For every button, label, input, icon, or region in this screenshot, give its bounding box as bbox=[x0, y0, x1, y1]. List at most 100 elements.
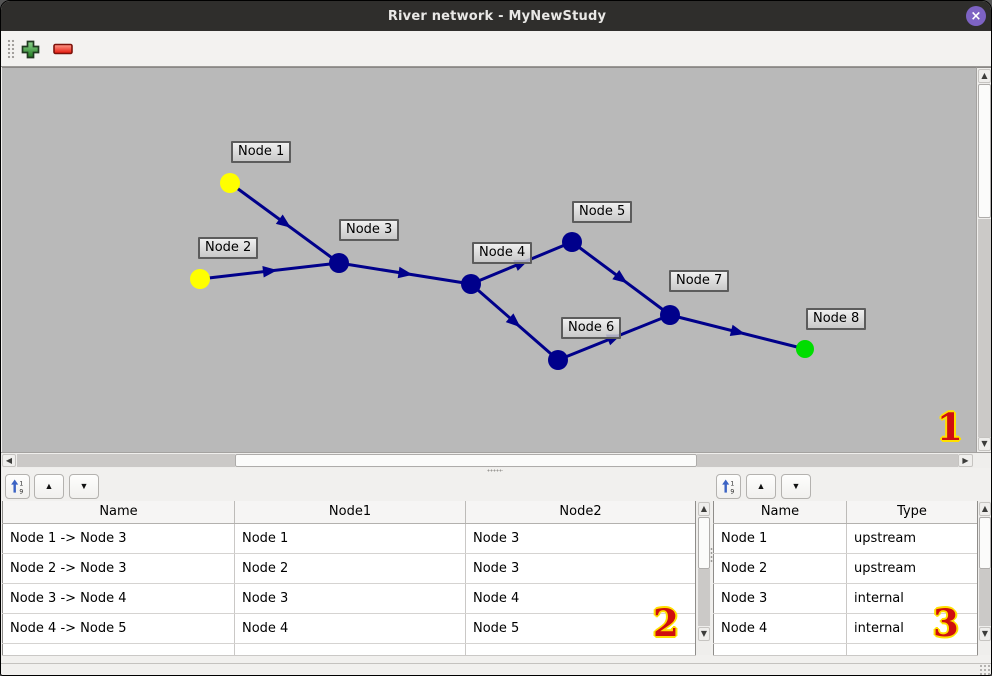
scroll-up-button[interactable]: ▲ bbox=[979, 502, 991, 516]
sort-icon: 1 9 bbox=[11, 479, 23, 494]
node-label[interactable]: Node 7 bbox=[669, 270, 730, 292]
table-row[interactable]: Node 1 -> Node 3 Node 1 Node 3 bbox=[2, 523, 696, 554]
table-row[interactable]: Node 4 internal bbox=[713, 613, 978, 644]
table-row[interactable]: Node 2 upstream bbox=[713, 553, 978, 584]
close-button[interactable]: × bbox=[966, 6, 986, 26]
cell-node2[interactable]: Node 3 bbox=[465, 523, 696, 554]
svg-text:1: 1 bbox=[19, 481, 23, 488]
scroll-down-button[interactable]: ▼ bbox=[979, 627, 991, 641]
hscroll-thumb[interactable] bbox=[235, 454, 697, 467]
splitter-grip-icon bbox=[487, 469, 503, 472]
cell-node1[interactable]: Node 4 bbox=[234, 613, 466, 644]
node-circle[interactable] bbox=[329, 253, 349, 273]
connections-move-up-button[interactable]: ▲ bbox=[34, 474, 64, 499]
left-arrow-icon: ◀ bbox=[5, 455, 13, 465]
cell-name[interactable]: Node 1 -> Node 3 bbox=[2, 523, 235, 554]
table-row[interactable]: Node 3 internal bbox=[713, 583, 978, 614]
vscroll-thumb[interactable] bbox=[698, 517, 710, 569]
canvas-vscrollbar[interactable]: ▲ ▼ bbox=[976, 67, 991, 452]
cell-name[interactable]: Node 2 bbox=[713, 553, 847, 584]
connections-move-down-button[interactable]: ▼ bbox=[69, 474, 99, 499]
nodes-move-up-button[interactable]: ▲ bbox=[746, 474, 776, 499]
canvas-hscrollbar[interactable]: ◀ ▶ bbox=[1, 452, 991, 468]
panel-divider-grip[interactable] bbox=[710, 547, 714, 563]
node-circle[interactable] bbox=[548, 350, 568, 370]
cell-name[interactable]: Node 3 -> Node 4 bbox=[2, 583, 235, 614]
cell-node2[interactable]: Node 3 bbox=[465, 553, 696, 584]
connections-sort-button[interactable]: 1 9 bbox=[5, 474, 30, 499]
scroll-down-button[interactable]: ▼ bbox=[978, 437, 991, 451]
network-canvas[interactable]: Node 1 Node 2 Node 3 Node 4 Node 5 Node 6 Node… bbox=[2, 67, 976, 452]
cell-type[interactable]: upstream bbox=[846, 553, 978, 584]
node-circle[interactable] bbox=[461, 274, 481, 294]
node-circle[interactable] bbox=[562, 232, 582, 252]
vscroll-trough[interactable] bbox=[698, 569, 710, 626]
table-row[interactable]: Node 2 -> Node 3 Node 2 Node 3 bbox=[2, 553, 696, 584]
hscroll-trough-right[interactable] bbox=[697, 454, 958, 467]
node-circle[interactable] bbox=[796, 340, 814, 358]
cell-node1[interactable]: Node 2 bbox=[234, 553, 466, 584]
column-header-name[interactable]: Name bbox=[713, 501, 847, 524]
nodes-move-down-button[interactable]: ▼ bbox=[781, 474, 811, 499]
cell-type[interactable]: upstream bbox=[846, 523, 978, 554]
node-label[interactable]: Node 1 bbox=[231, 141, 292, 163]
hscroll-trough-left[interactable] bbox=[17, 454, 235, 467]
node-label[interactable]: Node 4 bbox=[472, 242, 533, 264]
vscroll-thumb[interactable] bbox=[978, 84, 991, 218]
table-header-row: Name Type bbox=[713, 501, 978, 524]
node-label[interactable]: Node 3 bbox=[339, 219, 400, 241]
remove-node-button[interactable] bbox=[52, 38, 74, 60]
down-arrow-icon: ▼ bbox=[700, 629, 708, 638]
vscroll-thumb[interactable] bbox=[979, 517, 991, 569]
cell-name[interactable]: Node 1 bbox=[713, 523, 847, 554]
cell-node1[interactable]: Node 3 bbox=[234, 583, 466, 614]
column-header-node1[interactable]: Node1 bbox=[234, 501, 466, 524]
node-label[interactable]: Node 6 bbox=[561, 317, 622, 339]
add-node-button[interactable] bbox=[19, 38, 41, 60]
nodes-sort-button[interactable]: 1 9 bbox=[716, 474, 741, 499]
title-bar[interactable]: River network - MyNewStudy × bbox=[1, 1, 991, 31]
cell-type[interactable]: internal bbox=[846, 583, 978, 614]
cell-node2[interactable]: Node 4 bbox=[465, 583, 696, 614]
up-arrow-icon: ▲ bbox=[700, 504, 708, 513]
scroll-down-button[interactable]: ▼ bbox=[698, 627, 710, 641]
nodes-vscrollbar[interactable]: ▲ ▼ bbox=[977, 501, 991, 655]
node-label[interactable]: Node 5 bbox=[572, 201, 633, 223]
panel-splitter[interactable] bbox=[1, 468, 991, 473]
close-icon: × bbox=[970, 8, 982, 24]
table-row[interactable]: Node 1 upstream bbox=[713, 523, 978, 554]
edge-arrow-icon bbox=[505, 313, 521, 328]
table-row[interactable]: Node 3 -> Node 4 Node 3 Node 4 bbox=[2, 583, 696, 614]
cell-name[interactable]: Node 4 bbox=[713, 613, 847, 644]
cell-name[interactable]: Node 4 -> Node 5 bbox=[2, 613, 235, 644]
network-svg bbox=[190, 173, 814, 370]
vscroll-trough[interactable] bbox=[978, 219, 991, 437]
column-header-type[interactable]: Type bbox=[846, 501, 978, 524]
connections-vscrollbar[interactable]: ▲ ▼ bbox=[695, 501, 711, 655]
cell-node2[interactable]: Node 5 bbox=[465, 613, 696, 644]
table-row-empty bbox=[713, 643, 978, 656]
scroll-right-button[interactable]: ▶ bbox=[958, 454, 973, 467]
node-circle[interactable] bbox=[660, 305, 680, 325]
node-label[interactable]: Node 8 bbox=[806, 308, 867, 330]
node-circle[interactable] bbox=[220, 173, 240, 193]
scroll-up-button[interactable]: ▲ bbox=[698, 502, 710, 516]
scroll-left-button[interactable]: ◀ bbox=[2, 454, 16, 467]
vscroll-trough[interactable] bbox=[979, 569, 991, 626]
cell-name[interactable]: Node 3 bbox=[713, 583, 847, 614]
cell-type[interactable]: internal bbox=[846, 613, 978, 644]
down-arrow-icon: ▼ bbox=[791, 481, 801, 491]
resize-grip-icon[interactable] bbox=[979, 664, 990, 675]
table-row[interactable]: Node 4 -> Node 5 Node 4 Node 5 bbox=[2, 613, 696, 644]
node-circle[interactable] bbox=[190, 269, 210, 289]
node-label[interactable]: Node 2 bbox=[198, 237, 259, 259]
cell-name[interactable]: Node 2 -> Node 3 bbox=[2, 553, 235, 584]
column-header-node2[interactable]: Node2 bbox=[465, 501, 696, 524]
table-header-row: Name Node1 Node2 bbox=[2, 501, 696, 524]
column-header-name[interactable]: Name bbox=[2, 501, 235, 524]
status-bar bbox=[1, 663, 991, 675]
toolbar-drag-handle[interactable] bbox=[7, 39, 15, 60]
cell-node1[interactable]: Node 1 bbox=[234, 523, 466, 554]
scroll-up-button[interactable]: ▲ bbox=[978, 69, 991, 83]
